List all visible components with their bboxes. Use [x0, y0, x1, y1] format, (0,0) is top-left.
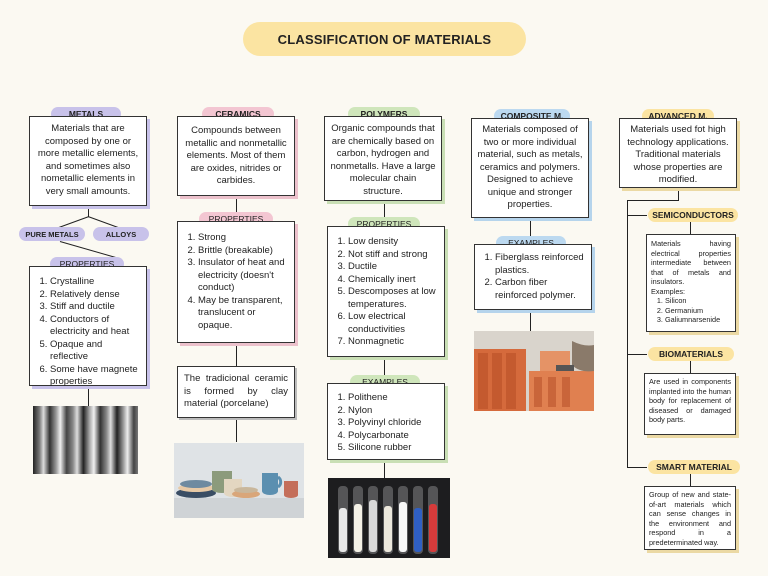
bio-label-to-box: [690, 361, 691, 373]
biomaterials-box: Are used in components implanted into th…: [644, 373, 736, 435]
list-item: Brittle (breakable): [198, 245, 290, 258]
composite-examples-list: Fiberglass reinforced plastics. Carbon f…: [477, 252, 587, 302]
list-item: Low electrical conductivities: [348, 311, 440, 336]
list-item: Crystalline: [50, 276, 142, 289]
metals-desc-to-branch: [88, 205, 89, 217]
polymers-desc-to-props: [384, 201, 385, 217]
semiconductors-label: SEMICONDUCTORS: [648, 208, 738, 222]
metal-pipes-image: [33, 406, 138, 474]
semiconductors-box: Materials having electrical properties i…: [646, 234, 736, 332]
list-item: Nylon: [348, 405, 440, 418]
semiconductors-text: Materials having electrical properties i…: [651, 239, 731, 286]
composite-examples-to-image: [530, 310, 531, 332]
smart-material-box: Group of new and state-of-art materials …: [644, 486, 736, 550]
ceramics-description-text: Compounds between metallic and nonmetall…: [185, 125, 287, 186]
list-item: Silicone rubber: [348, 442, 440, 455]
ceramics-properties: Strong Brittle (breakable) Insulator of …: [177, 221, 295, 343]
list-item: Strong: [198, 232, 290, 245]
advanced-to-smart: [627, 467, 647, 468]
semiconductors-examples-list: Silicon Germanium Galiumnarsenide: [651, 296, 731, 325]
advanced-description: Materials used fot high technology appli…: [619, 118, 737, 188]
polymers-properties: Low density Not stiff and strong Ductile…: [327, 226, 445, 357]
smart-label-to-box: [690, 474, 691, 486]
polymers-examples-to-image: [384, 460, 385, 478]
advanced-trunk-vertical: [627, 200, 628, 468]
composite-description-text: Materials composed of two or more indivi…: [477, 124, 583, 210]
list-item: Chemically inert: [348, 274, 440, 287]
ceramics-props-to-example: [236, 342, 237, 366]
list-item: Nonmagnetic: [348, 336, 440, 349]
advanced-trunk-horizontal: [627, 200, 679, 201]
composite-bricks-image: [474, 331, 594, 411]
composite-description: Materials composed of two or more indivi…: [471, 118, 589, 218]
ceramics-example-to-image: [236, 418, 237, 442]
ceramics-example-text: The tradicional ceramic is formed by cla…: [184, 373, 288, 409]
metals-description-text: Materials that are composed by one or mo…: [37, 123, 139, 197]
metals-properties-list: Crystalline Relatively dense Stiff and d…: [32, 276, 142, 389]
ceramics-properties-list: Strong Brittle (breakable) Insulator of …: [180, 232, 290, 332]
composite-examples: Fiberglass reinforced plastics. Carbon f…: [474, 244, 592, 310]
list-item: Stiff and ductile: [50, 301, 142, 314]
polymers-description: Organic compounds that are chemically ba…: [324, 116, 442, 201]
list-item: Fiberglass reinforced plastics.: [495, 252, 587, 277]
advanced-to-bio: [627, 354, 647, 355]
smart-material-text: Group of new and state-of-art materials …: [649, 490, 731, 547]
list-item: Carbon fiber reinforced polymer.: [495, 277, 587, 302]
list-item: Low density: [348, 236, 440, 249]
polymers-properties-list: Low density Not stiff and strong Ductile…: [330, 236, 440, 349]
composite-desc-to-examples: [530, 218, 531, 236]
polymers-props-to-examples: [384, 357, 385, 375]
list-item: Some have magnete properties: [50, 364, 142, 389]
biomaterials-label: BIOMATERIALS: [648, 347, 734, 361]
list-item: Galiumnarsenide: [665, 315, 731, 325]
pure-metals-label: PURE METALS: [19, 227, 85, 241]
metals-props-to-image: [88, 385, 89, 407]
page-title: CLASSIFICATION OF MATERIALS: [243, 22, 526, 56]
list-item: Opaque and reflective: [50, 339, 142, 364]
list-item: Polycarbonate: [348, 430, 440, 443]
advanced-desc-to-trunk: [678, 188, 679, 200]
semiconductors-examples-label: Examples:: [651, 286, 686, 296]
list-item: Ductile: [348, 261, 440, 274]
polymers-description-text: Organic compounds that are chemically ba…: [330, 123, 436, 197]
advanced-description-text: Materials used fot high technology appli…: [627, 124, 729, 185]
list-item: Polithene: [348, 392, 440, 405]
alloys-label: ALLOYS: [93, 227, 149, 241]
ceramics-description: Compounds between metallic and nonmetall…: [177, 116, 295, 196]
list-item: Germanium: [665, 306, 731, 316]
ceramics-desc-to-props: [236, 196, 237, 212]
list-item: Descomposes at low temperatures.: [348, 286, 440, 311]
list-item: Polyvinyl chloride: [348, 417, 440, 430]
semi-label-to-box: [690, 222, 691, 234]
advanced-to-semi: [627, 215, 647, 216]
list-item: May be transparent, translucent or opaqu…: [198, 295, 290, 333]
polymer-tubes-image: [328, 478, 450, 558]
smart-material-label: SMART MATERIAL: [648, 460, 740, 474]
list-item: Not stiff and strong: [348, 249, 440, 262]
metals-alloys-join: [59, 241, 116, 258]
list-item: Insulator of heat and electricity (doesn…: [198, 257, 290, 295]
biomaterials-text: Are used in components implanted into th…: [649, 377, 731, 424]
polymers-examples-list: Polithene Nylon Polyvinyl chloride Polyc…: [330, 392, 440, 455]
ceramics-example: The tradicional ceramic is formed by cla…: [177, 366, 295, 418]
list-item: Relatively dense: [50, 289, 142, 302]
metals-description: Materials that are composed by one or mo…: [29, 116, 147, 206]
ceramic-dishes-image: [174, 443, 304, 518]
list-item: Conductors of electricity and heat: [50, 314, 142, 339]
metals-properties: Crystalline Relatively dense Stiff and d…: [29, 266, 147, 389]
list-item: Silicon: [665, 296, 731, 306]
polymers-examples: Polithene Nylon Polyvinyl chloride Polyc…: [327, 383, 445, 460]
